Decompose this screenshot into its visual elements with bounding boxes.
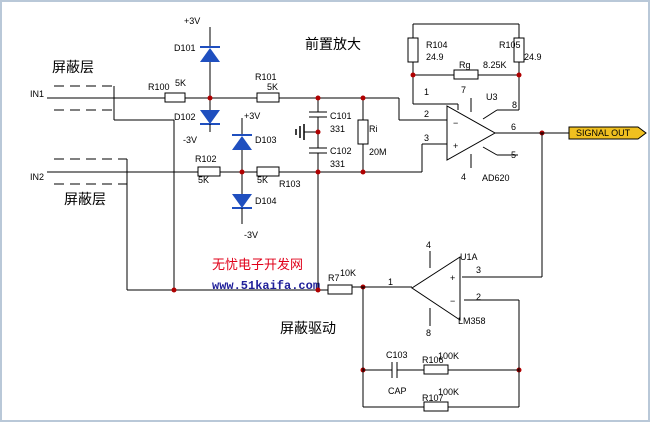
u3-pin1: 1 bbox=[424, 87, 429, 97]
u1a-pin8: 8 bbox=[426, 328, 431, 338]
input-in2-label: IN2 bbox=[30, 172, 44, 182]
c102-ref: C102 bbox=[330, 146, 352, 156]
r7-ref: R7 bbox=[328, 273, 340, 283]
watermark-url: www.51kaifa.com bbox=[212, 279, 320, 293]
title-preamp: 前置放大 bbox=[305, 36, 361, 53]
shield-label-2: 屏蔽层 bbox=[64, 192, 106, 208]
u3-pin4: 4 bbox=[461, 172, 466, 182]
c103-value: CAP bbox=[388, 386, 407, 396]
c102-value: 331 bbox=[330, 159, 345, 169]
wire-pin8a bbox=[482, 109, 498, 120]
r103-value: 5K bbox=[257, 175, 268, 185]
c101-value: 331 bbox=[330, 124, 345, 134]
d101-supply: +3V bbox=[184, 16, 200, 26]
u3-pin2: 2 bbox=[424, 109, 429, 119]
diode-d103 bbox=[232, 136, 252, 150]
r101-ref: R101 bbox=[255, 72, 277, 82]
resistor-r104 bbox=[407, 37, 419, 63]
ri-value: 20M bbox=[369, 147, 387, 157]
resistor-r100 bbox=[164, 92, 186, 103]
r100-ref: R100 bbox=[148, 82, 170, 92]
u1a-plus: + bbox=[450, 273, 455, 283]
d101-ref: D101 bbox=[174, 43, 196, 53]
d103-ref: D103 bbox=[255, 135, 277, 145]
u1a-part: LM358 bbox=[458, 316, 486, 326]
diode-d101 bbox=[200, 48, 220, 62]
resistor-r101 bbox=[256, 92, 280, 103]
dot bbox=[315, 129, 321, 135]
diode-d102 bbox=[200, 110, 220, 124]
r105-value: 24.9 bbox=[524, 52, 542, 62]
signal-out-label: SIGNAL OUT bbox=[576, 128, 631, 138]
r107-value: 100K bbox=[438, 387, 459, 397]
watermark-cn: 无忧电子开发网 bbox=[212, 257, 303, 273]
opamp-u3 bbox=[446, 105, 497, 161]
rg-ref: Rg bbox=[459, 60, 471, 70]
shield-label-1: 屏蔽层 bbox=[52, 60, 94, 76]
input-in1-label: IN1 bbox=[30, 89, 44, 99]
resistor-ri bbox=[357, 119, 369, 145]
r102-ref: R102 bbox=[195, 154, 217, 164]
r105-ref: R105 bbox=[499, 40, 521, 50]
resistor-r107 bbox=[423, 401, 449, 412]
u1a-minus: − bbox=[450, 296, 455, 306]
d104-ref: D104 bbox=[255, 196, 277, 206]
r100-value: 5K bbox=[175, 78, 186, 88]
u3-part: AD620 bbox=[482, 173, 510, 183]
rg-value: 8.25K bbox=[483, 60, 507, 70]
r104-value: 24.9 bbox=[426, 52, 444, 62]
dot bbox=[516, 72, 522, 78]
r102-value: 5K bbox=[198, 175, 209, 185]
c103-ref: C103 bbox=[386, 350, 408, 360]
u3-minus: − bbox=[453, 118, 458, 128]
r101-value: 5K bbox=[267, 82, 278, 92]
u3-plus: + bbox=[453, 141, 458, 151]
opamp-u1a bbox=[411, 256, 461, 321]
r103-ref: R103 bbox=[279, 179, 301, 189]
dot bbox=[207, 95, 213, 101]
d103-supply: +3V bbox=[244, 111, 260, 121]
u3-pin3: 3 bbox=[424, 133, 429, 143]
d102-ref: D102 bbox=[174, 112, 196, 122]
u3-ref: U3 bbox=[486, 92, 498, 102]
u3-pin7: 7 bbox=[461, 85, 466, 95]
u1a-pin3: 3 bbox=[476, 265, 481, 275]
dot bbox=[360, 95, 366, 101]
diode-d104 bbox=[232, 194, 252, 208]
u1a-pin2: 2 bbox=[476, 292, 481, 302]
d102-supply: -3V bbox=[183, 135, 197, 145]
u3-pin8: 8 bbox=[512, 100, 517, 110]
c101-ref: C101 bbox=[330, 111, 352, 121]
dot bbox=[315, 287, 321, 293]
d104-supply: -3V bbox=[244, 230, 258, 240]
resistor-r106 bbox=[423, 364, 449, 375]
r104-ref: R104 bbox=[426, 40, 448, 50]
r7-value: 10K bbox=[340, 268, 356, 278]
driver-label: 屏蔽驱动 bbox=[280, 321, 336, 337]
r106-ref: R106 bbox=[422, 355, 444, 365]
u1a-ref: U1A bbox=[460, 252, 478, 262]
signal-out-tag bbox=[568, 126, 647, 140]
resistor-rg bbox=[453, 69, 479, 80]
resistor-r7 bbox=[327, 284, 353, 295]
r106-value: 100K bbox=[438, 351, 459, 361]
dot bbox=[315, 169, 321, 175]
dot bbox=[315, 95, 321, 101]
wire-pin5a bbox=[482, 146, 498, 156]
dot bbox=[410, 72, 416, 78]
u3-pin6: 6 bbox=[511, 122, 516, 132]
dot bbox=[239, 169, 245, 175]
u1a-pin1: 1 bbox=[388, 277, 393, 287]
dot bbox=[171, 287, 177, 293]
u1a-pin4: 4 bbox=[426, 240, 431, 250]
dot bbox=[360, 169, 366, 175]
r107-ref: R107 bbox=[422, 393, 444, 403]
ri-ref: Ri bbox=[369, 124, 378, 134]
